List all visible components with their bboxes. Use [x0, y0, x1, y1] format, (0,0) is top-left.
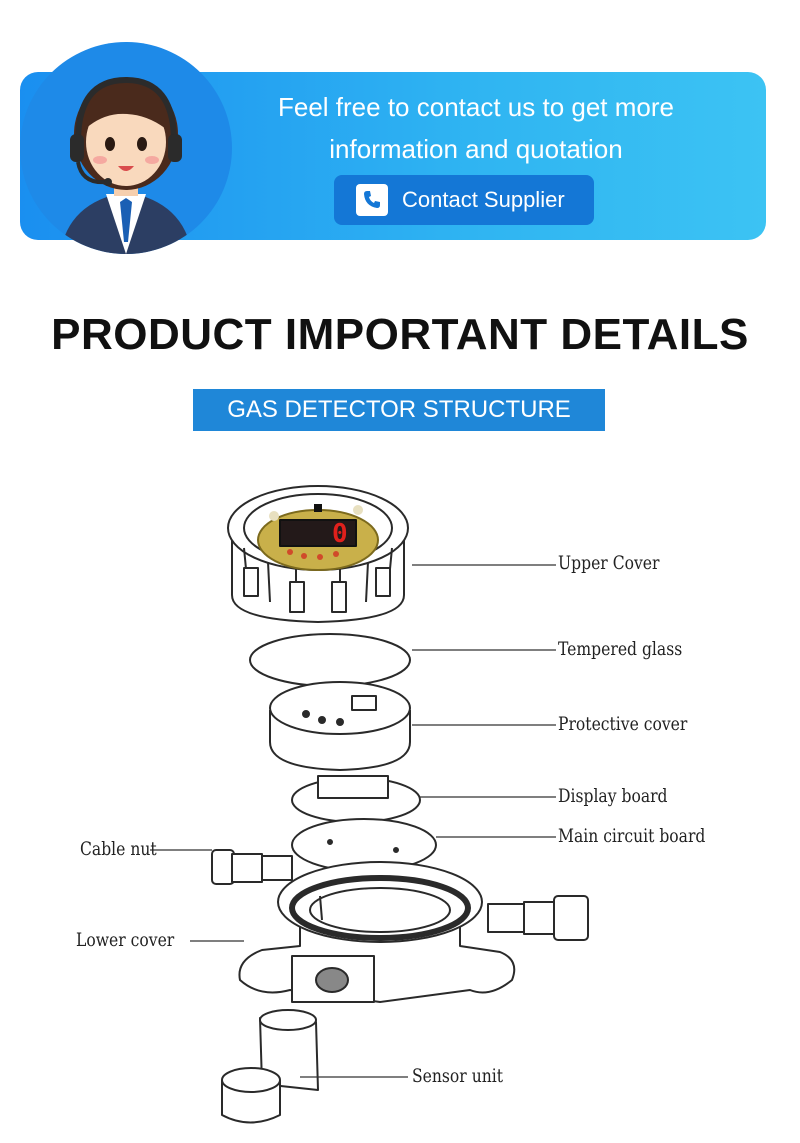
support-agent-illustration — [60, 76, 192, 254]
banner-line-1: Feel free to contact us to get more — [278, 92, 674, 122]
label-lower-cover: Lower cover — [76, 929, 175, 951]
gas-detector-structure-diagram: 0 Upper Cover Tempered glass Protective … — [0, 450, 800, 1138]
label-cable-nut: Cable nut — [80, 838, 157, 860]
banner-message: Feel free to contact us to get more info… — [216, 86, 736, 170]
sensor-unit-drawing — [221, 1009, 319, 1124]
protective-cover-drawing — [269, 681, 411, 771]
label-tempered-glass: Tempered glass — [558, 638, 683, 660]
label-main-circuit-board: Main circuit board — [558, 825, 706, 847]
lower-cover-drawing — [211, 849, 589, 1003]
contact-supplier-label: Contact Supplier — [402, 187, 565, 212]
exploded-view-drawing: 0 — [150, 485, 589, 1124]
display-digit: 0 — [332, 519, 348, 549]
page-title: PRODUCT IMPORTANT DETAILS — [51, 310, 749, 359]
phone-icon — [356, 184, 388, 216]
contact-supplier-button[interactable]: Contact Supplier — [334, 175, 594, 225]
label-protective-cover: Protective cover — [558, 713, 688, 735]
svg-text:0: 0 — [332, 519, 348, 549]
tempered-glass-drawing — [249, 633, 411, 687]
display-board-drawing — [291, 775, 421, 823]
label-upper-cover: Upper Cover — [558, 552, 660, 574]
banner-line-2: information and quotation — [329, 134, 623, 164]
label-sensor-unit: Sensor unit — [412, 1065, 504, 1087]
label-display-board: Display board — [558, 785, 668, 807]
support-agent-avatar — [20, 42, 232, 254]
section-badge: GAS DETECTOR STRUCTURE — [193, 389, 605, 431]
upper-cover-drawing — [227, 485, 409, 623]
